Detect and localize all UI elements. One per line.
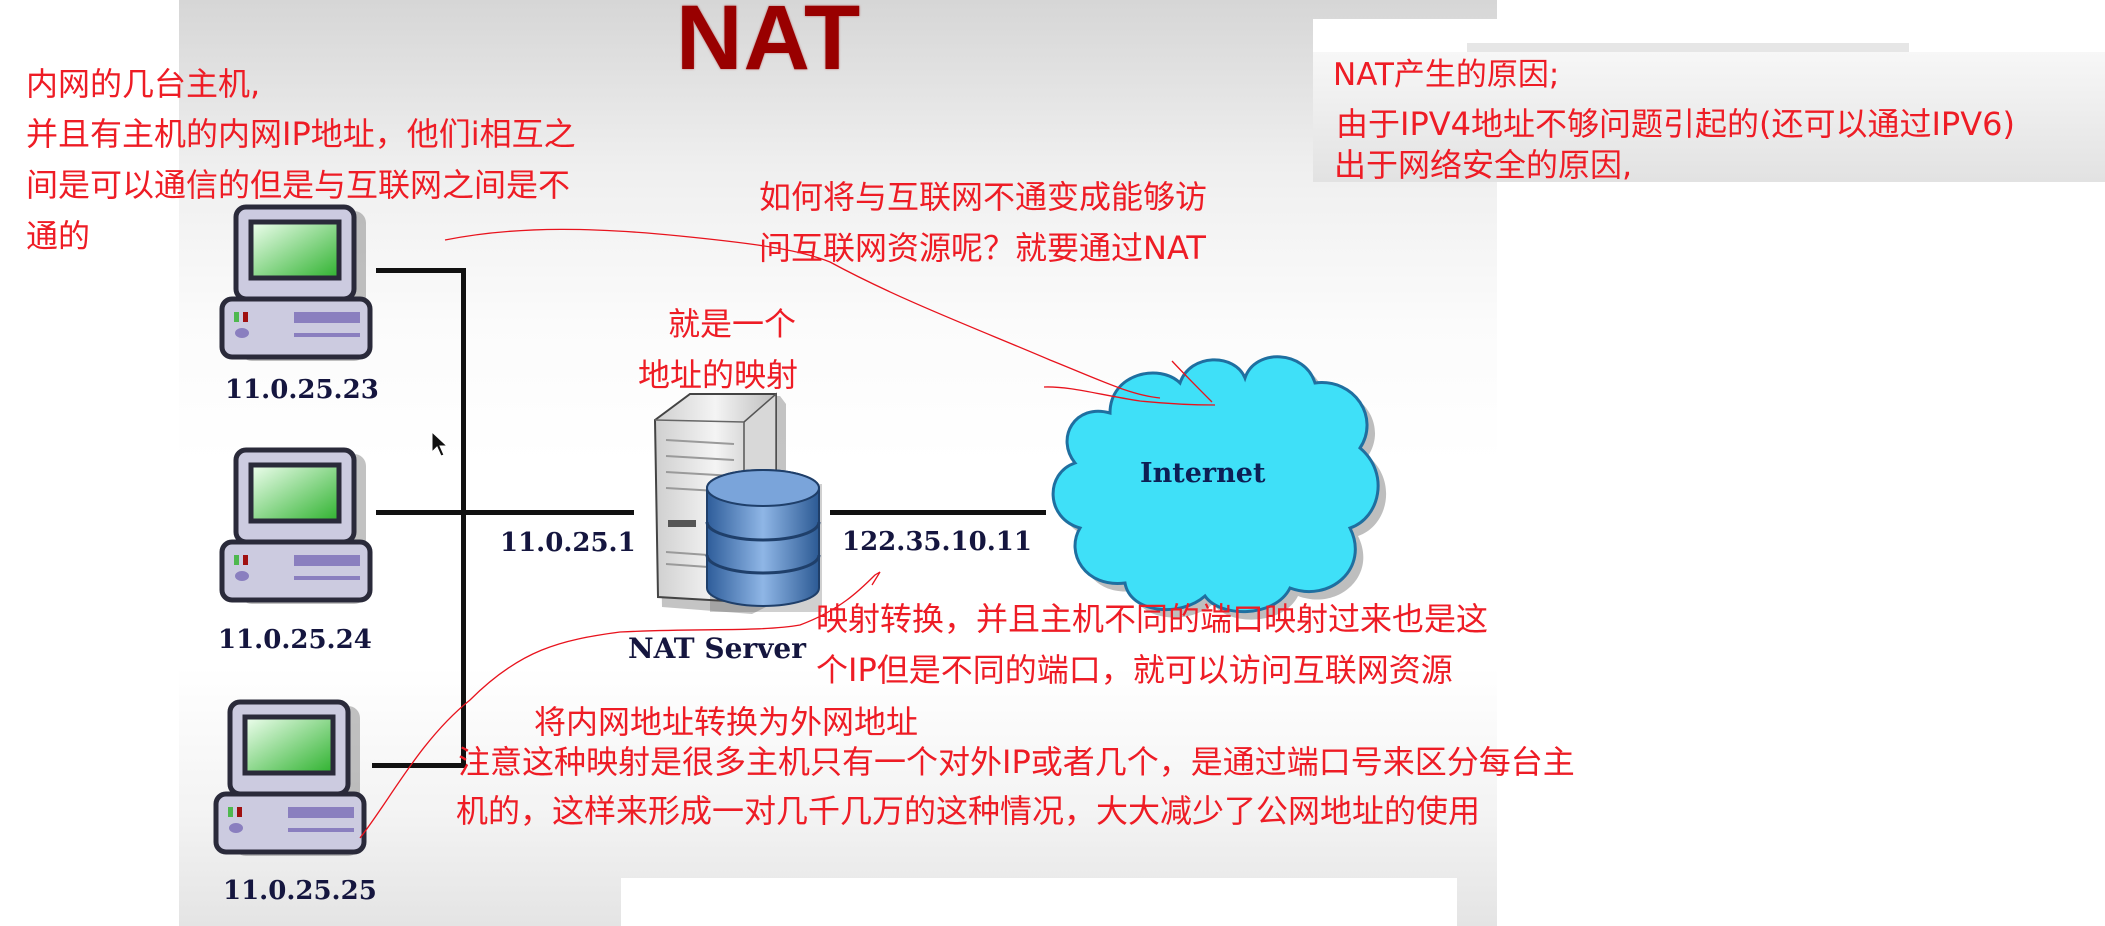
bottom-white-overlay <box>621 878 1457 926</box>
host-ip-label: 11.0.25.24 <box>218 625 372 655</box>
wire-host3 <box>372 763 466 768</box>
server-icon <box>653 392 822 614</box>
reasons-line-1: NAT产生的原因; <box>1333 57 1560 93</box>
annotation-port-line-2: 个IP但是不同的端口，就可以访问互联网资源 <box>816 651 1453 689</box>
computer-icon <box>213 699 367 856</box>
reasons-panel <box>1313 52 2105 182</box>
host-ip-label: 11.0.25.25 <box>223 876 377 906</box>
reasons-line-2: 由于IPV4地址不够问题引起的(还可以通过IPV6) <box>1336 105 2015 143</box>
wire-host2-to-server <box>376 510 634 515</box>
reasons-line-3: 出于网络安全的原因, <box>1334 146 1633 184</box>
host-ip-label: 11.0.25.23 <box>225 375 379 405</box>
annotation-translate: 将内网地址转换为外网地址 <box>534 703 919 741</box>
reasons-panel-strip <box>1467 43 1909 52</box>
nat-server-label: NAT Server <box>628 632 806 665</box>
computer-icon <box>219 204 373 361</box>
slide-title: NAT <box>676 0 862 89</box>
wire-server-to-internet <box>830 510 1046 515</box>
annotation-intranet-line-1: 内网的几台主机, <box>26 65 261 103</box>
wire-backbone <box>461 268 466 768</box>
mouse-cursor-icon <box>431 430 449 457</box>
wire-host1 <box>376 268 466 273</box>
annotation-mapping-line-2: 地址的映射 <box>638 356 799 394</box>
annotation-note-line-1: 注意这种映射是很多主机只有一个对外IP或者几个，是通过端口号来区分每台主 <box>458 743 1575 781</box>
annotation-intranet-line-3: 间是可以通信的但是与互联网之间是不 <box>26 166 571 204</box>
annotation-how-line-1: 如何将与互联网不通变成能够访 <box>759 178 1208 216</box>
internet-cloud-icon <box>1051 355 1387 620</box>
annotation-mapping-line-1: 就是一个 <box>668 305 797 343</box>
annotation-port-line-1: 映射转换，并且主机不同的端口映射过来也是这 <box>816 600 1489 638</box>
annotation-intranet-line-2: 并且有主机的内网IP地址，他们i相互之 <box>26 115 576 153</box>
nat-inside-ip: 11.0.25.1 <box>500 528 636 558</box>
nat-outside-ip: 122.35.10.11 <box>842 527 1032 557</box>
computer-icon <box>219 447 373 604</box>
annotation-intranet-line-4: 通的 <box>26 217 91 255</box>
annotation-note-line-2: 机的，这样来形成一对几千几万的这种情况，大大减少了公网地址的使用 <box>456 792 1481 830</box>
annotation-how-line-2: 问互联网资源呢？就要通过NAT <box>759 229 1206 267</box>
internet-label: Internet <box>1140 458 1266 489</box>
